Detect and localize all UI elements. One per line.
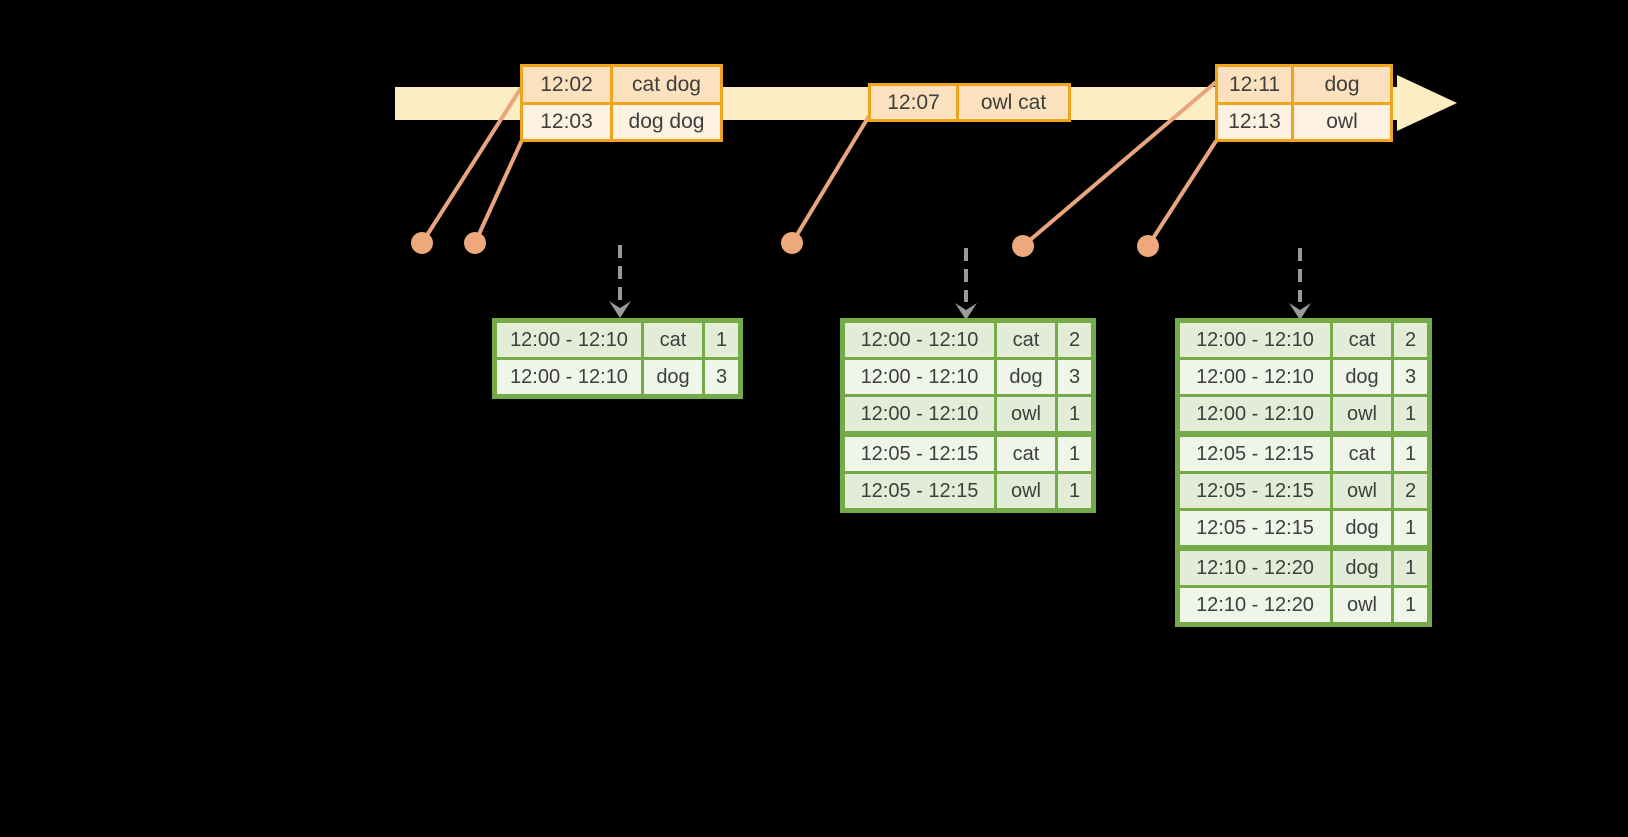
trigger-arrowhead-icon bbox=[609, 301, 631, 318]
result-row: 12:00 - 12:10 cat 1 bbox=[497, 323, 738, 357]
window-cell: 12:05 - 12:15 bbox=[845, 437, 994, 471]
word-cell: cat bbox=[1333, 323, 1391, 357]
count-cell: 1 bbox=[1394, 437, 1427, 471]
event-marker-dot-icon bbox=[1137, 235, 1159, 257]
connector-line bbox=[420, 86, 523, 245]
word-cell: dog bbox=[644, 360, 702, 394]
result-row: 12:10 - 12:20 dog 1 bbox=[1180, 551, 1427, 585]
result-row: 12:00 - 12:10 owl 1 bbox=[845, 397, 1091, 431]
word-cell: owl bbox=[1333, 588, 1391, 622]
word-cell: dog bbox=[1333, 511, 1391, 545]
window-cell: 12:00 - 12:10 bbox=[497, 323, 641, 357]
connector-line bbox=[1146, 139, 1218, 248]
event-box-1: 12:02 cat dog 12:03 dog dog bbox=[520, 64, 723, 142]
word-cell: dog bbox=[997, 360, 1055, 394]
connector-line bbox=[473, 139, 524, 244]
word-cell: dog bbox=[1333, 551, 1391, 585]
window-cell: 12:10 - 12:20 bbox=[1180, 588, 1330, 622]
window-cell: 12:05 - 12:15 bbox=[845, 474, 994, 508]
window-cell: 12:00 - 12:10 bbox=[1180, 360, 1330, 394]
event-words-cell: dog bbox=[1294, 67, 1390, 102]
result-row: 12:00 - 12:10 owl 1 bbox=[1180, 397, 1427, 431]
count-cell: 1 bbox=[1394, 511, 1427, 545]
window-cell: 12:05 - 12:15 bbox=[1180, 511, 1330, 545]
window-cell: 12:00 - 12:10 bbox=[845, 323, 994, 357]
window-cell: 12:00 - 12:10 bbox=[1180, 397, 1330, 431]
result-table-1: 12:00 - 12:10 cat 1 12:00 - 12:10 dog 3 bbox=[492, 318, 743, 399]
count-cell: 3 bbox=[705, 360, 738, 394]
word-cell: owl bbox=[997, 397, 1055, 431]
event-time-cell: 12:11 bbox=[1218, 67, 1291, 102]
result-row: 12:00 - 12:10 dog 3 bbox=[497, 360, 738, 394]
result-row: 12:00 - 12:10 dog 3 bbox=[845, 360, 1091, 394]
result-table-3: 12:00 - 12:10 cat 2 12:00 - 12:10 dog 3 … bbox=[1175, 318, 1432, 627]
result-row: 12:05 - 12:15 owl 1 bbox=[845, 474, 1091, 508]
window-cell: 12:05 - 12:15 bbox=[1180, 437, 1330, 471]
window-cell: 12:00 - 12:10 bbox=[845, 360, 994, 394]
trigger-arrowhead-icon bbox=[955, 303, 977, 320]
connector-line bbox=[790, 114, 871, 245]
word-cell: owl bbox=[997, 474, 1055, 508]
result-row: 12:05 - 12:15 cat 1 bbox=[1180, 437, 1427, 471]
event-time-cell: 12:13 bbox=[1218, 104, 1291, 139]
event-words-cell: dog dog bbox=[613, 104, 720, 139]
word-cell: owl bbox=[1333, 397, 1391, 431]
event-words-cell: owl bbox=[1294, 104, 1390, 139]
count-cell: 1 bbox=[1394, 397, 1427, 431]
window-cell: 12:05 - 12:15 bbox=[1180, 474, 1330, 508]
count-cell: 1 bbox=[1058, 397, 1091, 431]
count-cell: 3 bbox=[1058, 360, 1091, 394]
count-cell: 2 bbox=[1394, 323, 1427, 357]
word-cell: owl bbox=[1333, 474, 1391, 508]
word-cell: cat bbox=[997, 437, 1055, 471]
event-markers bbox=[411, 232, 1159, 257]
event-time-cell: 12:07 bbox=[871, 86, 956, 119]
event-box-2: 12:07 owl cat bbox=[868, 83, 1071, 122]
result-row: 12:10 - 12:20 owl 1 bbox=[1180, 588, 1427, 622]
event-marker-dot-icon bbox=[781, 232, 803, 254]
timeline-arrowhead-icon bbox=[1397, 75, 1457, 131]
result-row: 12:00 - 12:10 cat 2 bbox=[845, 323, 1091, 357]
count-cell: 2 bbox=[1394, 474, 1427, 508]
window-cell: 12:00 - 12:10 bbox=[845, 397, 994, 431]
connector-lines bbox=[420, 80, 1218, 248]
word-cell: cat bbox=[644, 323, 702, 357]
event-time-cell: 12:02 bbox=[523, 67, 610, 102]
connector-line bbox=[1021, 80, 1218, 248]
result-row: 12:05 - 12:15 cat 1 bbox=[845, 437, 1091, 471]
result-row: 12:00 - 12:10 dog 3 bbox=[1180, 360, 1427, 394]
word-cell: cat bbox=[1333, 437, 1391, 471]
count-cell: 1 bbox=[1058, 437, 1091, 471]
result-table-2: 12:00 - 12:10 cat 2 12:00 - 12:10 dog 3 … bbox=[840, 318, 1096, 513]
trigger-arrowhead-icon bbox=[1289, 303, 1311, 320]
window-cell: 12:00 - 12:10 bbox=[1180, 323, 1330, 357]
result-row: 12:00 - 12:10 cat 2 bbox=[1180, 323, 1427, 357]
count-cell: 1 bbox=[705, 323, 738, 357]
word-cell: cat bbox=[997, 323, 1055, 357]
event-words-cell: cat dog bbox=[613, 67, 720, 102]
count-cell: 1 bbox=[1394, 588, 1427, 622]
event-words-cell: owl cat bbox=[959, 86, 1068, 119]
result-row: 12:05 - 12:15 owl 2 bbox=[1180, 474, 1427, 508]
trigger-arrows bbox=[618, 245, 1302, 302]
event-marker-dot-icon bbox=[411, 232, 433, 254]
event-time-cell: 12:03 bbox=[523, 104, 610, 139]
window-cell: 12:10 - 12:20 bbox=[1180, 551, 1330, 585]
event-marker-dot-icon bbox=[464, 232, 486, 254]
count-cell: 1 bbox=[1058, 474, 1091, 508]
event-marker-dot-icon bbox=[1012, 235, 1034, 257]
event-box-3: 12:11 dog 12:13 owl bbox=[1215, 64, 1393, 142]
count-cell: 3 bbox=[1394, 360, 1427, 394]
word-cell: dog bbox=[1333, 360, 1391, 394]
window-cell: 12:00 - 12:10 bbox=[497, 360, 641, 394]
count-cell: 1 bbox=[1394, 551, 1427, 585]
count-cell: 2 bbox=[1058, 323, 1091, 357]
result-row: 12:05 - 12:15 dog 1 bbox=[1180, 511, 1427, 545]
trigger-arrowheads bbox=[609, 301, 1311, 320]
